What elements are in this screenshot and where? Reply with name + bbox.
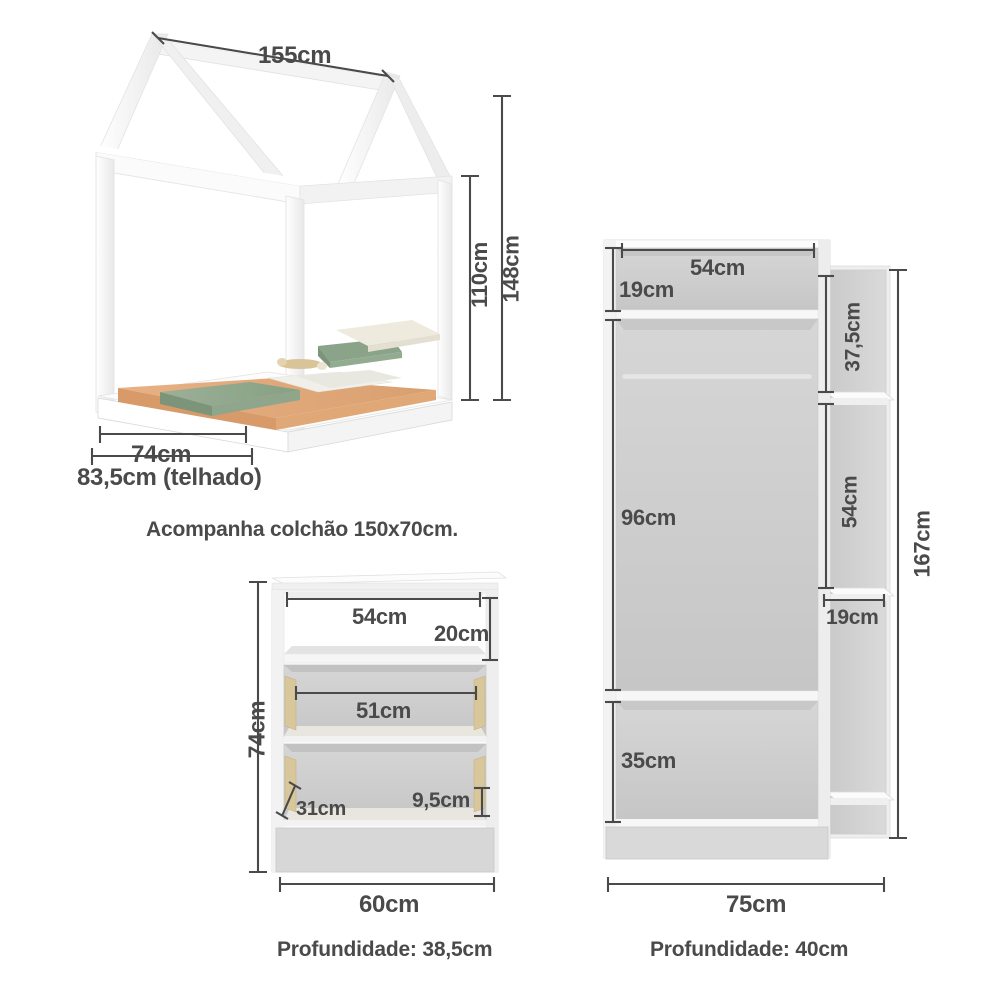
bed-width-label: 74cm [131, 441, 192, 468]
nightstand-drawer-depth-label: 31cm [296, 798, 346, 820]
wardrobe-bottom-niche-height-label: 35cm [621, 748, 677, 773]
nightstand-drawer-width-label: 51cm [356, 698, 412, 723]
wardrobe-total-width-label: 75cm [726, 891, 787, 918]
wardrobe-side-mid-shelf-height-label: 54cm [838, 475, 862, 529]
wardrobe-top-niche-height-label: 19cm [619, 277, 675, 302]
bed-mattress-caption: Acompanha colchão 150x70cm. [146, 518, 459, 541]
nightstand-niche-height-label: 20cm [434, 621, 490, 646]
wardrobe-side-top-shelf-height-label: 37,5cm [841, 302, 865, 372]
wardrobe-depth-caption: Profundidade: 40cm [650, 938, 849, 961]
nightstand-depth-caption: Profundidade: 38,5cm [277, 938, 493, 961]
wardrobe-total-height-label: 167cm [909, 510, 935, 578]
wardrobe-side-shelf-width-label: 19cm [826, 606, 879, 629]
dimension-lines [90, 31, 907, 892]
bed-post-height-label: 110cm [466, 242, 492, 308]
nightstand-niche-width-label: 54cm [352, 604, 408, 629]
bed-roof-width-label: 155cm [258, 42, 332, 69]
wardrobe-hanging-height-label: 96cm [621, 505, 677, 530]
bed-roof-bottom-width-label: 83,5cm (telhado) [77, 464, 262, 491]
nightstand-total-width-label: 60cm [359, 891, 420, 918]
wardrobe-top-niche-width-label: 54cm [690, 255, 746, 280]
nightstand-total-height-label: 74cm [243, 700, 270, 759]
nightstand-drawer-height-label: 9,5cm [412, 789, 471, 812]
house-bed-illustration [95, 30, 453, 453]
bed-total-height-label: 148cm [498, 235, 524, 303]
